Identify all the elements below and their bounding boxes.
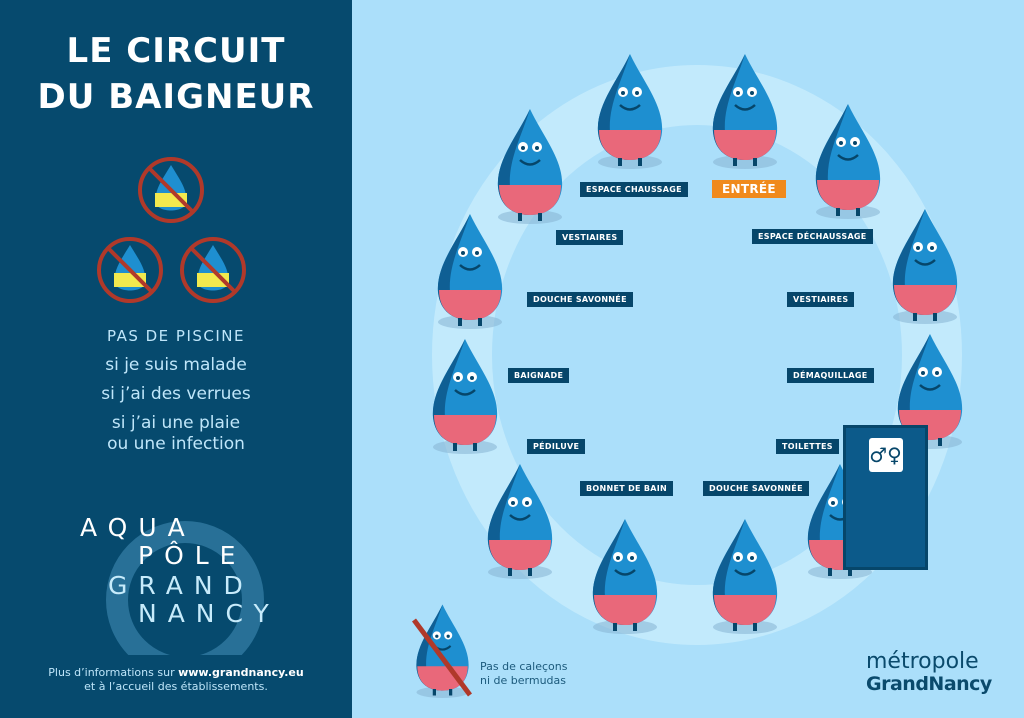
title-line: LE CIRCUIT <box>66 31 286 71</box>
website-link[interactable]: www.grandnancy.eu <box>178 666 304 679</box>
step-demaquillage: DÉMAQUILLAGE <box>787 368 874 383</box>
no-shorts-note: Pas de caleçons ni de bermudas <box>480 660 567 688</box>
rule-item: si j’ai des verrues <box>101 384 251 404</box>
rule-item: si j’ai une plaie <box>111 413 241 433</box>
info-panel: LE CIRCUIT DU BAIGNEUR PAS DE PISCINE si… <box>0 0 352 718</box>
logo-text: GRAND <box>108 571 254 600</box>
step-espace-dechaussage: ESPACE DÉCHAUSSAGE <box>752 229 873 244</box>
rule-item: ou une infection <box>107 434 245 454</box>
drop-character-pediluve <box>480 460 560 580</box>
step-bonnet-de-bain: BONNET DE BAIN <box>580 481 674 496</box>
poster-title: LE CIRCUIT DU BAIGNEUR <box>0 28 352 120</box>
logo-wave-ring <box>106 521 264 655</box>
sick-forbidden-icon <box>136 155 206 225</box>
info-prefix: Plus d’informations sur <box>48 666 179 679</box>
toilet-door: ♂♀ <box>843 425 928 570</box>
wound-forbidden-icon <box>178 235 248 305</box>
info-text: Plus d’informations sur www.grandnancy.e… <box>0 666 352 694</box>
drop-character-vestiaires-left <box>490 105 570 225</box>
brand-line2: GrandNancy <box>866 673 992 695</box>
step-entree: ENTRÉE <box>712 180 786 198</box>
step-douche-savonnee-bottom: DOUCHE SAVONNÉE <box>703 481 809 496</box>
step-vestiaires-left: VESTIAIRES <box>556 230 624 245</box>
step-vestiaires-right: VESTIAIRES <box>787 292 855 307</box>
drop-character-entree <box>705 50 785 170</box>
drop-character-douche-2 <box>705 515 785 635</box>
drop-character-no-shorts <box>411 600 473 700</box>
note-line: Pas de caleçons <box>480 660 568 673</box>
drop-character-baignade <box>425 335 505 455</box>
drop-character-vestiaires <box>885 205 965 325</box>
step-pediluve: PÉDILUVE <box>527 439 586 454</box>
rules-heading: PAS DE PISCINE <box>106 327 246 345</box>
note-line: ni de bermudas <box>480 674 566 687</box>
drop-character-douche <box>430 210 510 330</box>
title-line: DU BAIGNEUR <box>37 77 315 117</box>
toilet-sign-icon: ♂♀ <box>868 438 903 472</box>
step-baignade: BAIGNADE <box>508 368 570 383</box>
logo-text: PÔLE <box>138 541 247 570</box>
step-toilettes: TOILETTES <box>776 439 839 454</box>
aquapole-logo: AQUA PÔLE GRAND NANCY <box>70 505 280 655</box>
drop-character-bonnet <box>585 515 665 635</box>
metropole-logo: métropole GrandNancy <box>866 649 992 696</box>
step-douche-savonnee-left: DOUCHE SAVONNÉE <box>527 292 633 307</box>
step-espace-chaussage: ESPACE CHAUSSAGE <box>580 182 688 197</box>
rules-list: PAS DE PISCINE si je suis malade si j’ai… <box>0 322 352 455</box>
warts-forbidden-icon <box>95 235 165 305</box>
brand-line1: métropole <box>866 649 979 674</box>
rule-item: si je suis malade <box>105 355 247 375</box>
drop-character-chaussage <box>590 50 670 170</box>
info-line2: et à l’accueil des établissements. <box>84 680 268 693</box>
drop-character-dechaussage <box>808 100 888 220</box>
logo-text: AQUA <box>80 513 196 542</box>
logo-text: NANCY <box>138 599 280 628</box>
